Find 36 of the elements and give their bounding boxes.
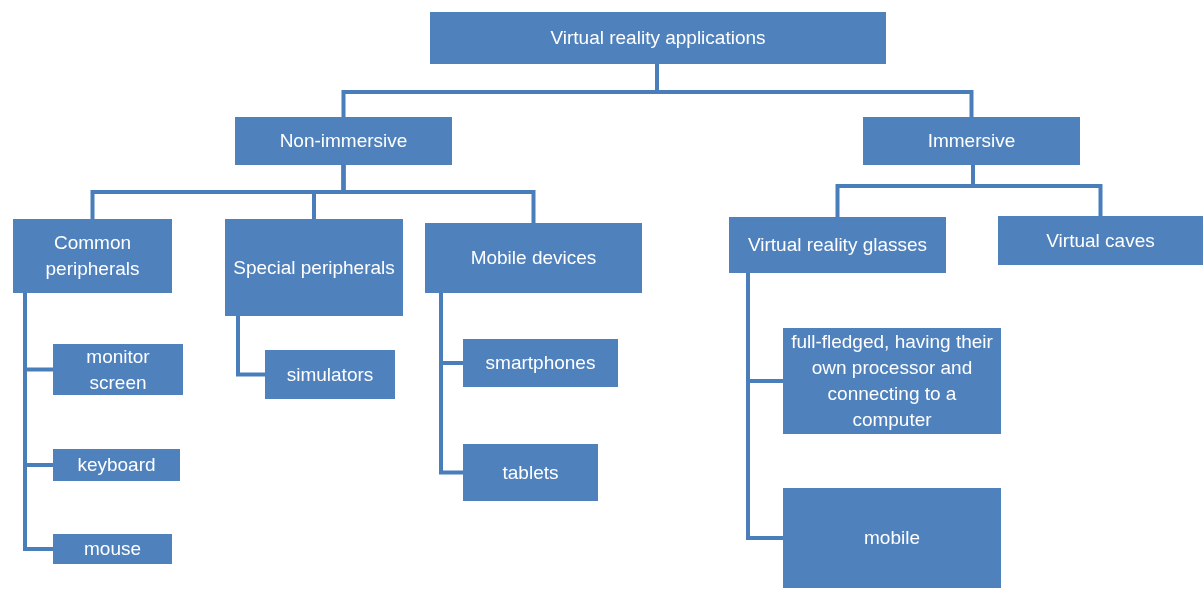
box-label: Common peripherals bbox=[44, 231, 141, 281]
process-box bbox=[53, 344, 183, 395]
process-box bbox=[783, 488, 1001, 588]
process-box bbox=[225, 219, 403, 316]
box-label: Special peripherals bbox=[233, 255, 395, 280]
connector-line bbox=[655, 64, 974, 117]
connector-line bbox=[971, 165, 1103, 216]
box-label: Virtual reality glasses bbox=[747, 233, 928, 257]
box-label: mobile bbox=[864, 526, 920, 550]
box-label: tablets bbox=[502, 460, 559, 485]
box-label: Immersive bbox=[927, 129, 1016, 153]
box-label: monitor screen bbox=[85, 344, 151, 395]
process-box bbox=[998, 216, 1203, 265]
process-box bbox=[13, 219, 172, 293]
box-label: simulators bbox=[286, 362, 374, 387]
process-box bbox=[430, 12, 886, 64]
process-box bbox=[53, 449, 180, 481]
connector-line bbox=[236, 316, 265, 377]
process-box bbox=[463, 444, 598, 501]
connector-line bbox=[341, 165, 536, 223]
box-label: keyboard bbox=[77, 453, 156, 477]
process-box bbox=[53, 534, 172, 564]
box-label: Virtual reality applications bbox=[550, 26, 766, 50]
process-box bbox=[265, 350, 395, 399]
box-label: smartphones bbox=[485, 351, 596, 375]
process-box bbox=[425, 223, 642, 293]
box-label: Mobile devices bbox=[470, 246, 597, 270]
connector-line bbox=[746, 273, 783, 540]
box-label: full-fledged, having their own processor and connecting to a computer bbox=[791, 330, 993, 432]
box-label: Non-immersive bbox=[279, 129, 408, 153]
process-box bbox=[729, 217, 946, 273]
box-label: mouse bbox=[84, 537, 141, 561]
box-label: Virtual caves bbox=[1046, 228, 1155, 253]
process-box bbox=[235, 117, 452, 165]
process-box bbox=[863, 117, 1080, 165]
process-box bbox=[463, 339, 618, 387]
